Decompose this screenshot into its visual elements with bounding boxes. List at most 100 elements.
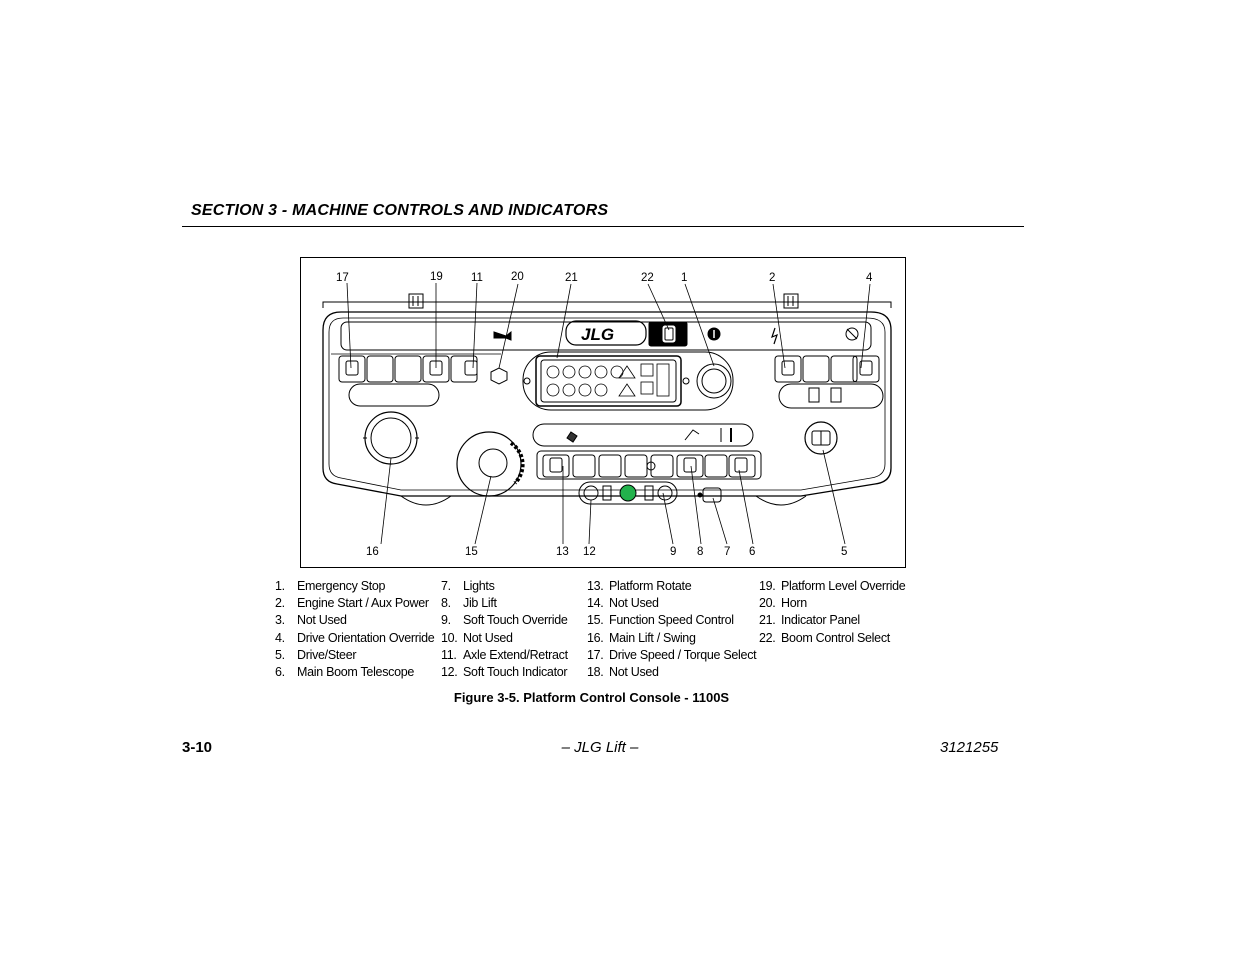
switch-slot bbox=[598, 454, 622, 478]
console-body bbox=[322, 293, 892, 506]
switch-slot bbox=[624, 454, 648, 478]
callout-7: 7 bbox=[724, 546, 730, 558]
horn-icon bbox=[493, 330, 512, 341]
legend-item: 13.Platform Rotate bbox=[587, 579, 692, 593]
toggle-lever bbox=[859, 360, 873, 376]
callout-1: 1 bbox=[681, 272, 687, 284]
legend-column-3: 13.Platform Rotate 14.Not Used 15.Functi… bbox=[587, 578, 757, 681]
legend-item: 8.Jib Lift bbox=[441, 596, 497, 611]
indicator-dot bbox=[682, 377, 690, 385]
document-number: 3121255 bbox=[940, 739, 999, 756]
legend-column-4: 19.Platform Level Override 20.Horn 21.In… bbox=[759, 578, 906, 647]
info-icon bbox=[707, 327, 721, 341]
orientation-icon bbox=[845, 327, 859, 341]
platform-rotate-icon bbox=[566, 431, 578, 443]
callout-9: 9 bbox=[670, 546, 676, 558]
legend-item: 9.Soft Touch Override bbox=[441, 613, 568, 628]
svg-text:JLG: JLG bbox=[581, 325, 614, 344]
axle-extend-switch[interactable] bbox=[464, 360, 478, 376]
drive-steer-joystick[interactable] bbox=[804, 421, 838, 455]
horn-button[interactable] bbox=[490, 367, 508, 385]
legend-item: 16.Main Lift / Swing bbox=[587, 630, 696, 645]
telescope-switch[interactable] bbox=[728, 454, 756, 478]
emergency-stop-button[interactable] bbox=[696, 363, 732, 399]
legend-item: 14.Not Used bbox=[587, 596, 659, 611]
leader-lines bbox=[346, 282, 871, 545]
legend-item: 20.Horn bbox=[759, 596, 807, 611]
callout-6: 6 bbox=[749, 546, 755, 558]
switch-slot bbox=[802, 355, 830, 383]
legend-item: 4.Drive Orientation Override bbox=[275, 630, 435, 645]
console-drawing: 17 19 11 20 21 22 1 2 4 16 15 13 12 9 8 … bbox=[322, 271, 892, 558]
soft-touch-override-switch[interactable] bbox=[644, 485, 654, 501]
jib-lift-switch[interactable] bbox=[676, 454, 704, 478]
left-label-plate bbox=[348, 383, 440, 407]
boom-control-select-switch[interactable] bbox=[648, 321, 688, 347]
callouts-bottom: 16 15 13 12 9 8 7 6 5 bbox=[366, 546, 847, 558]
legend-item: 6.Main Boom Telescope bbox=[275, 665, 415, 680]
indicator-dot bbox=[646, 461, 656, 471]
console-figure: 17 19 11 20 21 22 1 2 4 16 15 13 12 9 8 … bbox=[300, 257, 906, 568]
legend-item: 5.Drive/Steer bbox=[275, 647, 357, 662]
callout-12: 12 bbox=[583, 546, 596, 558]
switch-slot bbox=[572, 454, 596, 478]
legend-item: 15.Function Speed Control bbox=[587, 613, 734, 628]
callout-8: 8 bbox=[697, 546, 703, 558]
telescope-icon bbox=[720, 428, 732, 442]
legend-item: 1.Emergency Stop bbox=[275, 579, 386, 593]
legend-item: 11.Axle Extend/Retract bbox=[441, 647, 568, 662]
lights-switch[interactable] bbox=[697, 487, 722, 503]
button-cap bbox=[583, 485, 599, 501]
toggle-lever bbox=[549, 457, 563, 473]
indicator-panel bbox=[522, 351, 734, 411]
engine-start-icon bbox=[771, 327, 778, 345]
callout-13: 13 bbox=[556, 546, 569, 558]
jib-icon bbox=[684, 429, 700, 441]
engine-start-switch[interactable] bbox=[774, 355, 802, 383]
callout-2: 2 bbox=[769, 272, 775, 284]
callout-5: 5 bbox=[841, 546, 847, 558]
toggle-lever bbox=[734, 457, 748, 473]
callout-4: 4 bbox=[866, 272, 873, 284]
button-cap bbox=[657, 485, 673, 501]
page-number: 3-10 bbox=[182, 739, 213, 756]
legend-item: 12.Soft Touch Indicator bbox=[441, 665, 568, 680]
jlg-logo: JLG bbox=[565, 320, 647, 346]
callout-19: 19 bbox=[430, 271, 443, 283]
callout-17: 17 bbox=[336, 272, 349, 284]
center-switch-bank bbox=[536, 450, 762, 480]
bracket-icon bbox=[408, 293, 424, 309]
indicator-dot bbox=[523, 377, 531, 385]
bracket-icon bbox=[783, 293, 799, 309]
legend-item: 10.Not Used bbox=[441, 630, 513, 645]
drive-orientation-switch[interactable] bbox=[852, 355, 880, 383]
callout-22: 22 bbox=[641, 272, 654, 284]
legend-item: 2.Engine Start / Aux Power bbox=[275, 596, 429, 611]
switch-slot bbox=[394, 355, 422, 383]
drive-icons bbox=[808, 387, 842, 403]
right-label-plate bbox=[778, 383, 884, 409]
toggle-lever bbox=[781, 360, 795, 376]
section-title: SECTION 3 - MACHINE CONTROLS AND INDICAT… bbox=[191, 202, 609, 219]
soft-touch-panel bbox=[578, 481, 678, 505]
legend-item: 7.Lights bbox=[441, 579, 495, 593]
legend-item: 17.Drive Speed / Torque Select bbox=[587, 647, 757, 662]
switch-slot bbox=[366, 355, 394, 383]
callout-21: 21 bbox=[565, 272, 578, 284]
function-label-plate bbox=[532, 423, 754, 447]
callout-11: 11 bbox=[471, 272, 483, 284]
legend-item: 3.Not Used bbox=[275, 613, 347, 628]
main-lift-swing-joystick[interactable] bbox=[363, 411, 419, 465]
footer-brand: – JLG Lift – bbox=[561, 739, 639, 756]
callout-15: 15 bbox=[465, 546, 478, 558]
switch-slot bbox=[650, 454, 674, 478]
drive-speed-switch[interactable] bbox=[338, 355, 366, 383]
legend-item: 18.Not Used bbox=[587, 665, 659, 680]
platform-rotate-switch[interactable] bbox=[542, 454, 570, 478]
switch-slot bbox=[704, 454, 728, 478]
callout-20: 20 bbox=[511, 271, 524, 283]
right-switch-bank bbox=[774, 355, 880, 383]
callouts-top: 17 19 11 20 21 22 1 2 4 bbox=[336, 271, 873, 284]
function-speed-knob[interactable] bbox=[456, 431, 525, 497]
toggle-lever bbox=[345, 360, 359, 376]
